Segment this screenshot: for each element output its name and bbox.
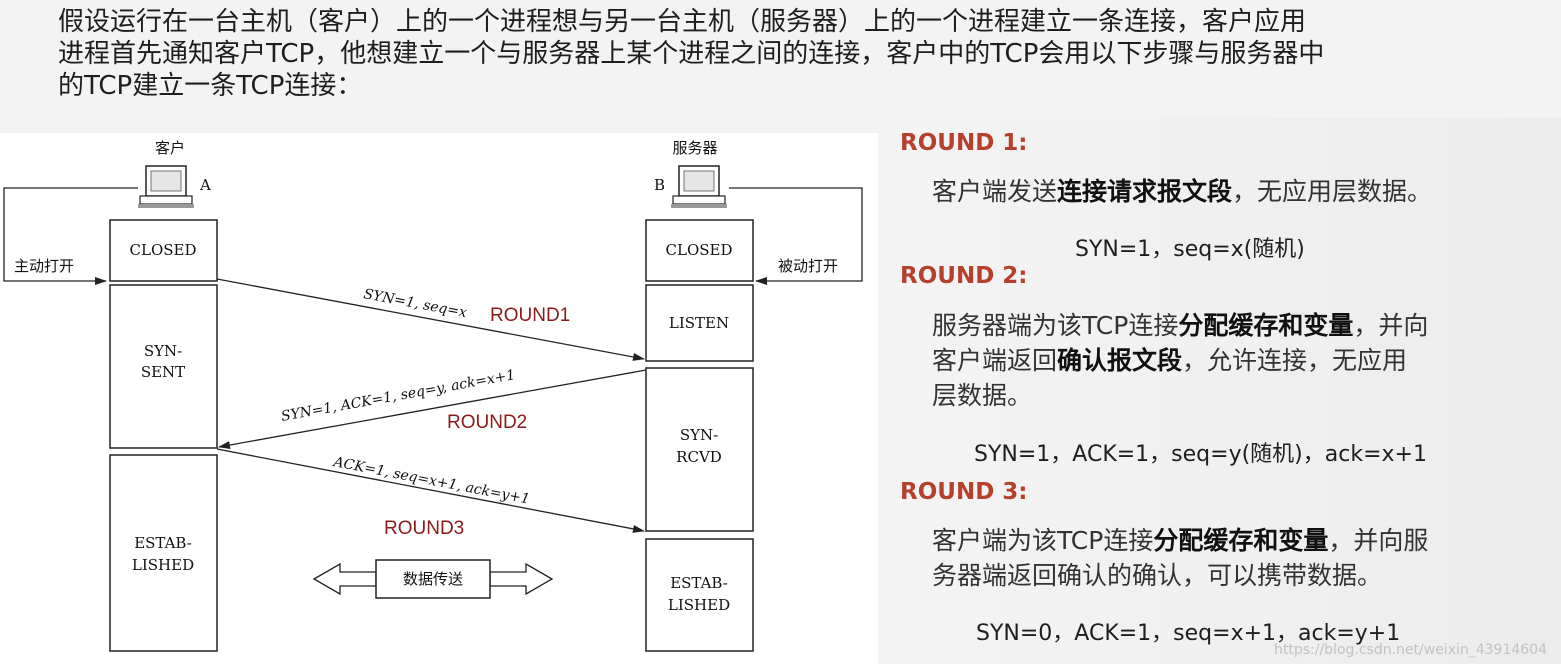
round2-desc-text: 服务器端为该TCP连接: [932, 311, 1179, 340]
server-listen-box: [645, 284, 754, 362]
client-closed-label: CLOSED: [130, 241, 197, 259]
round3-description: 客户端为该TCP连接分配缓存和变量，并向服 务器端返回确认的确认，可以携带数据。: [932, 523, 1542, 593]
round3-desc-text-2: ，并向服: [1328, 526, 1429, 555]
round3-desc-line-1: 客户端为该TCP连接分配缓存和变量，并向服: [932, 523, 1542, 558]
round2-description: 服务器端为该TCP连接分配缓存和变量，并向 客户端返回确认报文段，允许连接，无应…: [932, 308, 1542, 413]
three-way-handshake-diagram: 客户 A 服务器 B 主动打开 被动打开 CLOSED SYN- SENT ES…: [0, 133, 878, 664]
round2-title: ROUND 2:: [900, 263, 1028, 289]
round3-formula: SYN=0，ACK=1，seq=x+1，ack=y+1: [976, 621, 1401, 646]
data-transfer-label: 数据传送: [403, 570, 463, 588]
round3-label: ROUND3: [384, 518, 464, 539]
intro-line-1: 假设运行在一台主机（客户）上的一个进程想与另一台主机（服务器）上的一个进程建立一…: [58, 7, 1307, 37]
server-closed-box: [645, 219, 754, 282]
client-established-box: [109, 454, 218, 652]
round2-desc-text-4: ，允许连接，无应用: [1182, 346, 1408, 375]
round1-label: ROUND1: [490, 305, 570, 326]
data-transfer-left-arrow: [312, 562, 377, 596]
server-established-label-1: ESTAB-: [670, 574, 728, 592]
intro-line-2: 进程首先通知客户TCP，他想建立一个与服务器上某个进程之间的连接，客户中的TCP…: [58, 39, 1325, 69]
client-established-label-2: LISHED: [132, 556, 194, 574]
client-computer-icon: [138, 165, 194, 208]
round3-desc-line-2: 务器端返回确认的确认，可以携带数据。: [932, 561, 1383, 590]
server-listen-label: LISTEN: [669, 314, 729, 332]
passive-open-label: 被动打开: [778, 257, 838, 275]
server-established-box: [645, 538, 754, 652]
syn-message-arrow: [216, 278, 645, 361]
active-open-arrow: [3, 187, 138, 285]
client-letter: A: [199, 176, 211, 194]
round2-desc-line-2: 客户端返回确认报文段，允许连接，无应用: [932, 343, 1542, 378]
round2-formula: SYN=1，ACK=1，seq=y(随机)，ack=x+1: [974, 442, 1427, 467]
round2-desc-text-2: ，并向: [1353, 311, 1429, 340]
server-syn-rcvd-label-2: RCVD: [676, 448, 722, 466]
round1-formula: SYN=1，seq=x(随机): [1075, 237, 1305, 262]
round-explanations: ROUND 1: 客户端发送连接请求报文段，无应用层数据。 SYN=1，seq=…: [878, 118, 1561, 664]
watermark: https://blog.csdn.net/weixin_43914604: [1273, 642, 1547, 658]
server-label: 服务器: [672, 139, 717, 157]
ack-message-arrow: [216, 448, 645, 533]
data-transfer-box: [375, 559, 491, 599]
round2-desc-bold: 分配缓存和变量: [1178, 311, 1354, 340]
round1-description: 客户端发送连接请求报文段，无应用层数据。: [932, 174, 1542, 209]
intro-paragraph: 假设运行在一台主机（客户）上的一个进程想与另一台主机（服务器）上的一个进程建立一…: [58, 6, 1528, 102]
intro-line-3: 的TCP建立一条TCP连接：: [58, 71, 363, 101]
ack-message-label: ACK=1, seq=x+1, ack=y+1: [330, 454, 531, 508]
server-closed-label: CLOSED: [666, 241, 733, 259]
diagram-svg: 客户 A 服务器 B 主动打开 被动打开 CLOSED SYN- SENT ES…: [3, 139, 863, 652]
server-established-label-2: LISHED: [668, 596, 730, 614]
round1-desc-text: 客户端发送: [932, 177, 1058, 206]
round1-desc-bold: 连接请求报文段: [1057, 177, 1233, 206]
round2-desc-line-1: 服务器端为该TCP连接分配缓存和变量，并向: [932, 308, 1542, 343]
passive-open-arrow: [729, 187, 863, 285]
server-syn-rcvd-box: [645, 367, 754, 532]
data-transfer-right-arrow: [489, 562, 554, 596]
server-computer-icon: [671, 165, 727, 208]
client-closed-box: [109, 219, 218, 282]
round2-label: ROUND2: [447, 412, 527, 433]
round1-desc-text-end: ，无应用层数据。: [1232, 177, 1433, 206]
server-letter: B: [654, 176, 665, 194]
round2-desc-bold-2: 确认报文段: [1057, 346, 1183, 375]
round3-desc-bold: 分配缓存和变量: [1153, 526, 1329, 555]
round2-desc-text-3: 客户端返回: [932, 346, 1058, 375]
server-syn-rcvd-label-1: SYN-: [680, 426, 718, 444]
round2-desc-line-3: 层数据。: [932, 381, 1033, 410]
round1-title: ROUND 1:: [900, 130, 1028, 156]
round3-desc-text: 客户端为该TCP连接: [932, 526, 1154, 555]
client-syn-sent-label-1: SYN-: [144, 342, 182, 360]
syn-ack-message-arrow: [218, 369, 647, 449]
client-syn-sent-box: [109, 284, 218, 449]
round3-title: ROUND 3:: [900, 479, 1028, 505]
client-label: 客户: [155, 139, 185, 157]
active-open-label: 主动打开: [14, 257, 74, 275]
client-syn-sent-label-2: SENT: [141, 363, 185, 381]
client-established-label-1: ESTAB-: [134, 534, 192, 552]
